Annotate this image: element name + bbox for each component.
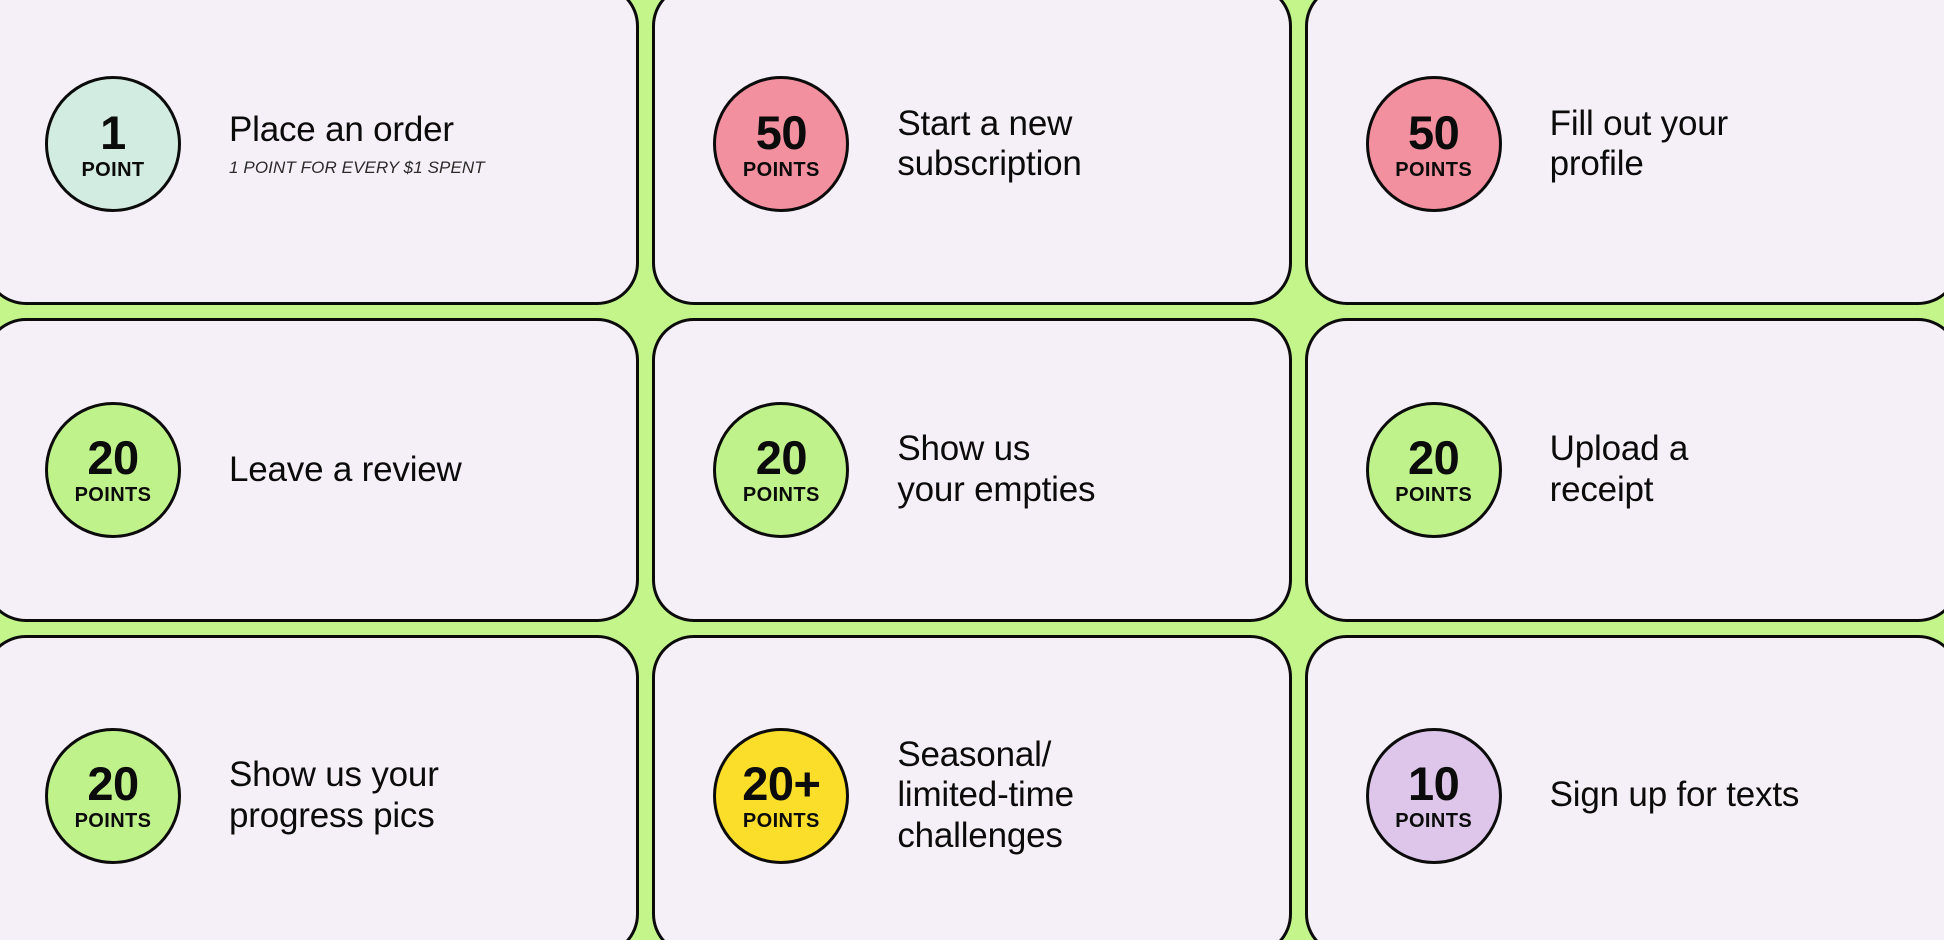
reward-subtitle: 1 POINT FOR EVERY $1 SPENT bbox=[229, 157, 485, 177]
reward-text-block: Start a new subscription bbox=[897, 103, 1082, 185]
points-unit-label: POINTS bbox=[1395, 484, 1473, 507]
reward-text-block: Sign up for texts bbox=[1550, 775, 1800, 816]
reward-text-block: Leave a review bbox=[229, 450, 462, 491]
reward-title: Start a new subscription bbox=[897, 103, 1082, 184]
reward-title: Leave a review bbox=[229, 449, 462, 489]
reward-card[interactable]: 20 POINTS Show us your progress pics bbox=[0, 635, 640, 940]
points-unit-label: POINTS bbox=[74, 484, 152, 507]
points-value: 20 bbox=[1408, 431, 1460, 485]
points-unit-label: POINTS bbox=[742, 484, 820, 507]
reward-text-block: Place an order 1 POINT FOR EVERY $1 SPEN… bbox=[229, 110, 485, 178]
points-unit-label: POINTS bbox=[1395, 158, 1473, 181]
points-badge: 50 POINTS bbox=[713, 76, 850, 213]
reward-card[interactable]: 10 POINTS Sign up for texts bbox=[1304, 635, 1944, 940]
reward-text-block: Upload a receipt bbox=[1550, 429, 1689, 510]
points-badge: 20 POINTS bbox=[1365, 401, 1502, 538]
points-value: 50 bbox=[755, 105, 808, 159]
reward-text-block: Fill out your profile bbox=[1550, 104, 1728, 185]
points-badge: 1 POINT bbox=[45, 76, 181, 213]
points-value: 20+ bbox=[742, 757, 821, 811]
reward-text-block: Show us your empties bbox=[897, 429, 1095, 510]
points-badge: 10 POINTS bbox=[1365, 727, 1502, 864]
points-value: 10 bbox=[1408, 757, 1460, 811]
reward-title: Show us your empties bbox=[897, 429, 1096, 509]
points-unit-label: POINT bbox=[81, 158, 145, 181]
reward-title: Fill out your profile bbox=[1549, 103, 1728, 184]
points-badge: 20 POINTS bbox=[45, 401, 181, 538]
reward-title: Upload a receipt bbox=[1549, 429, 1689, 509]
reward-card[interactable]: 20 POINTS Show us your empties bbox=[652, 317, 1292, 623]
reward-card[interactable]: 1 POINT Place an order 1 POINT FOR EVERY… bbox=[0, 0, 640, 305]
points-value: 1 bbox=[100, 105, 126, 159]
reward-title: Show us your progress pics bbox=[229, 755, 439, 835]
points-value: 20 bbox=[87, 757, 139, 811]
points-unit-label: POINTS bbox=[742, 158, 820, 181]
reward-card[interactable]: 50 POINTS Fill out your profile bbox=[1304, 0, 1944, 305]
points-value: 50 bbox=[1408, 105, 1460, 159]
reward-title: Seasonal/ limited-time challenges bbox=[897, 734, 1074, 855]
reward-card[interactable]: 20 POINTS Leave a review bbox=[0, 317, 640, 623]
points-unit-label: POINTS bbox=[742, 810, 820, 833]
reward-card[interactable]: 20+ POINTS Seasonal/ limited-time challe… bbox=[652, 635, 1292, 940]
points-value: 20 bbox=[755, 431, 808, 485]
reward-text-block: Show us your progress pics bbox=[229, 755, 439, 836]
points-badge: 50 POINTS bbox=[1365, 76, 1502, 213]
reward-text-block: Seasonal/ limited-time challenges bbox=[897, 735, 1074, 857]
points-value: 20 bbox=[87, 431, 139, 485]
reward-card[interactable]: 50 POINTS Start a new subscription bbox=[652, 0, 1292, 305]
reward-title: Sign up for texts bbox=[1549, 775, 1800, 815]
points-unit-label: POINTS bbox=[1395, 810, 1473, 833]
points-badge: 20 POINTS bbox=[713, 401, 850, 538]
points-unit-label: POINTS bbox=[74, 810, 152, 833]
points-badge: 20 POINTS bbox=[45, 727, 181, 864]
reward-title: Place an order bbox=[229, 110, 454, 150]
reward-card[interactable]: 20 POINTS Upload a receipt bbox=[1304, 317, 1944, 623]
points-badge: 20+ POINTS bbox=[713, 727, 850, 864]
